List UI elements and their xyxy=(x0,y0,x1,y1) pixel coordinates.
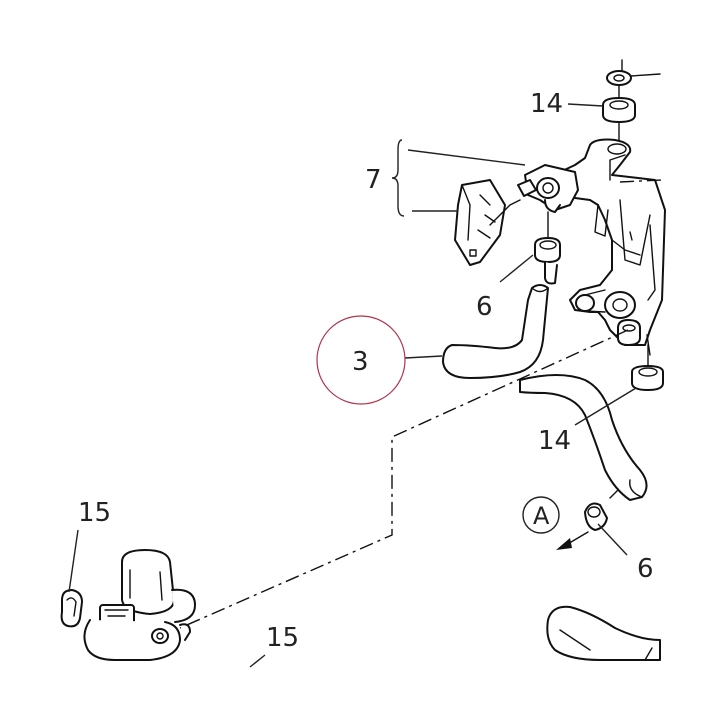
callout-14-lower: 14 xyxy=(538,426,571,456)
callout-a: A xyxy=(533,502,550,530)
o-ring-left xyxy=(60,589,83,628)
hose-clamp-upper xyxy=(534,237,561,285)
top-fastener-assembly xyxy=(602,59,661,141)
return-hose xyxy=(519,374,648,501)
leader-lines xyxy=(68,103,637,668)
callout-6-lower: 6 xyxy=(637,554,654,584)
solenoid-valve-assembly xyxy=(454,164,579,266)
view-a-circle xyxy=(522,496,560,534)
callout-15-bottom: 15 xyxy=(266,623,299,653)
callout-7: 7 xyxy=(365,165,382,195)
view-a-arrow xyxy=(556,531,589,550)
mounting-bracket xyxy=(559,138,666,356)
highlight-circle xyxy=(316,315,406,405)
hose-clamp-lower xyxy=(584,489,619,531)
callout-14-top: 14 xyxy=(530,89,563,119)
callout-15-left: 15 xyxy=(78,498,111,528)
callout-6-upper: 6 xyxy=(476,292,493,322)
routing-line xyxy=(179,329,629,629)
callout-3: 3 xyxy=(352,347,369,377)
vacuum-hose xyxy=(442,284,549,379)
reference-line-top xyxy=(619,179,663,183)
lower-right-component xyxy=(546,605,661,661)
purge-valve-assembly xyxy=(83,549,196,661)
grommet-lower xyxy=(631,344,664,391)
